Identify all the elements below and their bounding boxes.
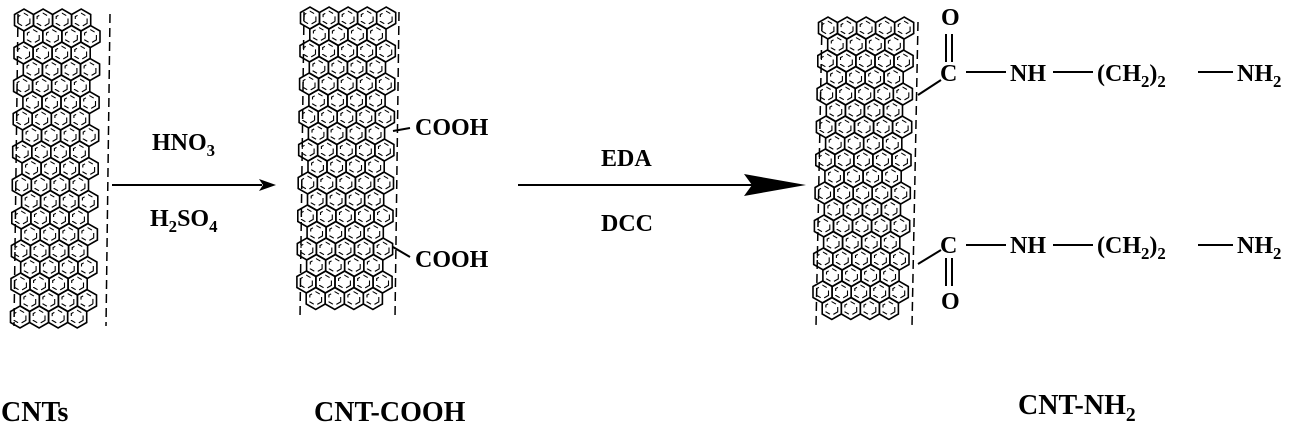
amide-group-bottom-bonds [917,244,1233,286]
cooh-bond-bottom [392,246,411,258]
nh-top: NH [1010,61,1046,87]
reagent-h2so4: H2SO4 [150,206,218,236]
carbonyl-carbon-bottom: C [940,233,958,259]
reagent-dcc: DCC [601,211,653,237]
reagent-eda: EDA [601,146,652,172]
compound-name-cnts: CNTs [1,397,69,428]
cooh-group-bottom: COOH [415,247,489,273]
carbon-nanotube-1 [9,8,111,329]
cooh-group-top: COOH [415,115,489,141]
ethylene-chain-bottom: (CH2)2 [1097,233,1166,263]
oxygen-bottom: O [941,289,960,315]
oxygen-top: O [941,5,960,31]
amine-bottom: NH2 [1237,233,1282,263]
carbon-nanotube-2 [296,6,400,319]
ethylene-chain-top: (CH2)2 [1097,61,1166,91]
carbonyl-carbon-top: C [940,61,958,87]
reaction-arrow-2 [518,174,806,196]
reaction-arrow-1 [112,179,276,191]
amine-top: NH2 [1237,61,1282,91]
compound-name-cnt-nh2: CNT-NH2 [1018,390,1136,426]
amide-group-top-bonds [917,34,1233,96]
carbon-nanotube-3 [812,16,919,327]
compound-name-cnt-cooh: CNT-COOH [314,397,466,428]
cooh-bond-top [392,127,411,132]
nh-bottom: NH [1010,233,1046,259]
reagent-hno3: HNO3 [152,130,216,160]
